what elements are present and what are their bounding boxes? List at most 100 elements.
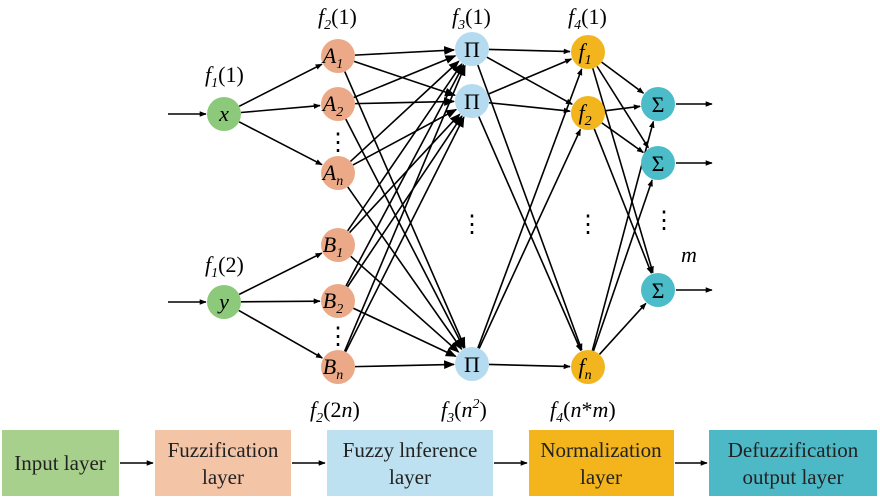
infer-node-n2-label: Π: [464, 352, 480, 377]
edge-37: [601, 122, 644, 154]
fuzz-node-bn: Bn: [321, 350, 355, 384]
fuzz-node-an-circle: [321, 156, 355, 190]
input-node-x-circle: [207, 97, 241, 131]
edge-41: [598, 302, 647, 355]
layer-box-defuzzification: Defuzzification output layer: [709, 430, 877, 496]
label-f1-2: f1(2): [205, 252, 244, 281]
norm-node-n: fn: [571, 350, 605, 384]
fuzz-node-a2-label: A2: [321, 91, 343, 120]
fuzz-node-bn-label: Bn: [323, 354, 343, 383]
fuzz-a-ellipsis: ⋮: [326, 130, 350, 156]
layer-box-normalization-rect: [529, 430, 674, 496]
fuzz-node-a1-circle: [321, 39, 355, 73]
edge-12: [349, 60, 460, 163]
layer-box-input: Input layer: [2, 430, 119, 496]
layer-box-fuzzification: Fuzzification layer: [155, 430, 291, 496]
fuzz-node-a1-label: A1: [321, 43, 343, 72]
label-f3-n2: f3(n2): [441, 397, 487, 426]
norm-node-n-circle: [571, 350, 605, 384]
label-f2-2n: f2(2n): [310, 397, 360, 426]
fuzz-node-b1-label: B1: [323, 232, 343, 261]
fuzz-b-ellipsis: ⋮: [326, 324, 350, 350]
layer-box-fuzzification-label-1: Fuzzification: [168, 438, 279, 462]
edge-7: [353, 60, 456, 97]
norm-node-1: f1: [571, 35, 605, 69]
fuzz-node-a2-circle: [321, 87, 355, 121]
infer-node-2-label: Π: [464, 89, 480, 114]
edge-0: [238, 63, 323, 108]
edge-31: [478, 128, 582, 349]
edge-32: [488, 363, 571, 370]
layer-box-fuzzification-label-2: layer: [202, 465, 244, 489]
edge-6: [354, 46, 456, 56]
layer-box-normalization: Normalization layer: [529, 430, 674, 496]
fuzz-node-b1: B1: [321, 228, 355, 262]
norm-node-2: f2: [571, 96, 605, 130]
input-node-x-label: x: [218, 101, 229, 126]
defuzz-node-m-label: Σ: [652, 278, 665, 303]
label-f3-1: f3(1): [452, 4, 491, 33]
layer-box-defuzzification-label-2: output layer: [743, 465, 844, 489]
defuzz-node-m-circle: [641, 273, 675, 307]
layer-box-inference-label-2: layer: [389, 465, 431, 489]
infer-node-1-circle: [455, 32, 489, 66]
edge-23: [354, 360, 456, 370]
edge-1: [240, 103, 321, 114]
defuzz-node-2-circle: [641, 146, 675, 180]
edge-10: [354, 97, 456, 107]
defuzz-node-2-label: Σ: [652, 151, 665, 176]
edge-40: [592, 179, 653, 352]
connection-edges: [120, 46, 713, 466]
layer-box-defuzzification-rect: [709, 430, 877, 496]
fuzz-node-bn-circle: [321, 350, 355, 384]
defuzz-node-m: Σ: [641, 273, 675, 307]
infer-node-n2: Π: [455, 347, 489, 381]
layer-box-inference: Fuzzy lnference layer: [327, 430, 493, 496]
fuzz-node-b2-circle: [321, 284, 355, 318]
edge-38: [593, 128, 653, 274]
layer-box-input-rect: [2, 430, 119, 496]
edge-30: [477, 68, 583, 349]
norm-node-n-label: fn: [578, 354, 591, 383]
edge-15: [346, 62, 463, 232]
infer-node-2-circle: [455, 84, 489, 118]
layer-box-defuzzification-label-1: Defuzzification: [728, 438, 859, 462]
defuzz-ellipsis: ⋮: [652, 208, 676, 234]
edge-2: [238, 121, 323, 166]
layer-box-inference-label-1: Fuzzy lnference: [343, 438, 478, 462]
layer-box-input-label: Input layer: [14, 451, 106, 475]
infer-node-n2-circle: [455, 347, 489, 381]
input-node-y: y: [207, 285, 241, 319]
edge-35: [592, 68, 654, 274]
infer-node-1-label: Π: [464, 37, 480, 62]
edge-5: [238, 309, 323, 359]
defuzz-node-1-circle: [641, 87, 675, 121]
label-f2-1: f2(1): [318, 4, 357, 33]
defuzz-node-2: Σ: [641, 146, 675, 180]
fuzz-node-b2-label: B2: [323, 288, 343, 317]
edge-28: [488, 101, 571, 114]
edge-4: [240, 298, 321, 305]
label-f1-1: f1(1): [205, 62, 244, 91]
edge-9: [353, 55, 457, 99]
infer-ellipsis: ⋮: [460, 212, 484, 238]
edge-24: [488, 48, 571, 55]
infer-node-1: Π: [455, 32, 489, 66]
input-node-x: x: [207, 97, 241, 131]
norm-node-1-label: f1: [578, 39, 591, 68]
edge-25: [486, 56, 573, 106]
output-count-label: m: [681, 242, 697, 267]
layer-box-normalization-label-1: Normalization: [540, 438, 662, 462]
layer-box-fuzzification-rect: [155, 430, 291, 496]
fuzz-node-a1: A1: [321, 39, 355, 73]
fuzz-node-an-label: An: [321, 160, 343, 189]
edge-20: [353, 307, 457, 358]
edge-19: [346, 115, 463, 288]
edge-3: [238, 252, 323, 296]
edge-22: [344, 116, 465, 353]
norm-node-1-circle: [571, 35, 605, 69]
infer-node-2: Π: [455, 84, 489, 118]
input-node-y-circle: [207, 285, 241, 319]
edge-34: [596, 65, 650, 149]
